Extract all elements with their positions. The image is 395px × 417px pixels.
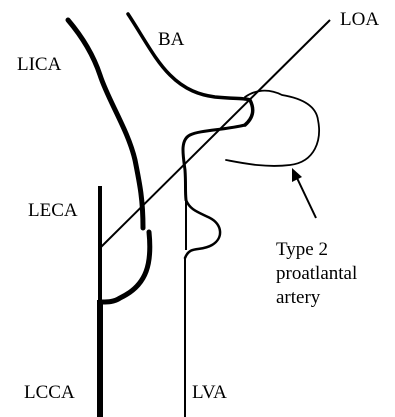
label-lva: LVA (192, 382, 227, 403)
lica-vessel (68, 20, 143, 228)
pointer-arrow-shaft (297, 178, 316, 218)
label-lica: LICA (17, 54, 62, 75)
label-leca: LECA (28, 200, 78, 221)
label-artery: artery (276, 287, 321, 308)
lica-lower-loop (102, 232, 150, 302)
label-lcca: LCCA (24, 382, 75, 403)
label-proatlantal: proatlantal (276, 263, 357, 284)
lva-loop (185, 200, 220, 258)
label-loa: LOA (340, 9, 379, 30)
loa-vessel (100, 20, 330, 248)
label-type2: Type 2 (276, 239, 328, 260)
proatlantal-artery-loop (226, 91, 319, 166)
ba-vessel (128, 14, 253, 125)
label-ba: BA (158, 29, 185, 50)
